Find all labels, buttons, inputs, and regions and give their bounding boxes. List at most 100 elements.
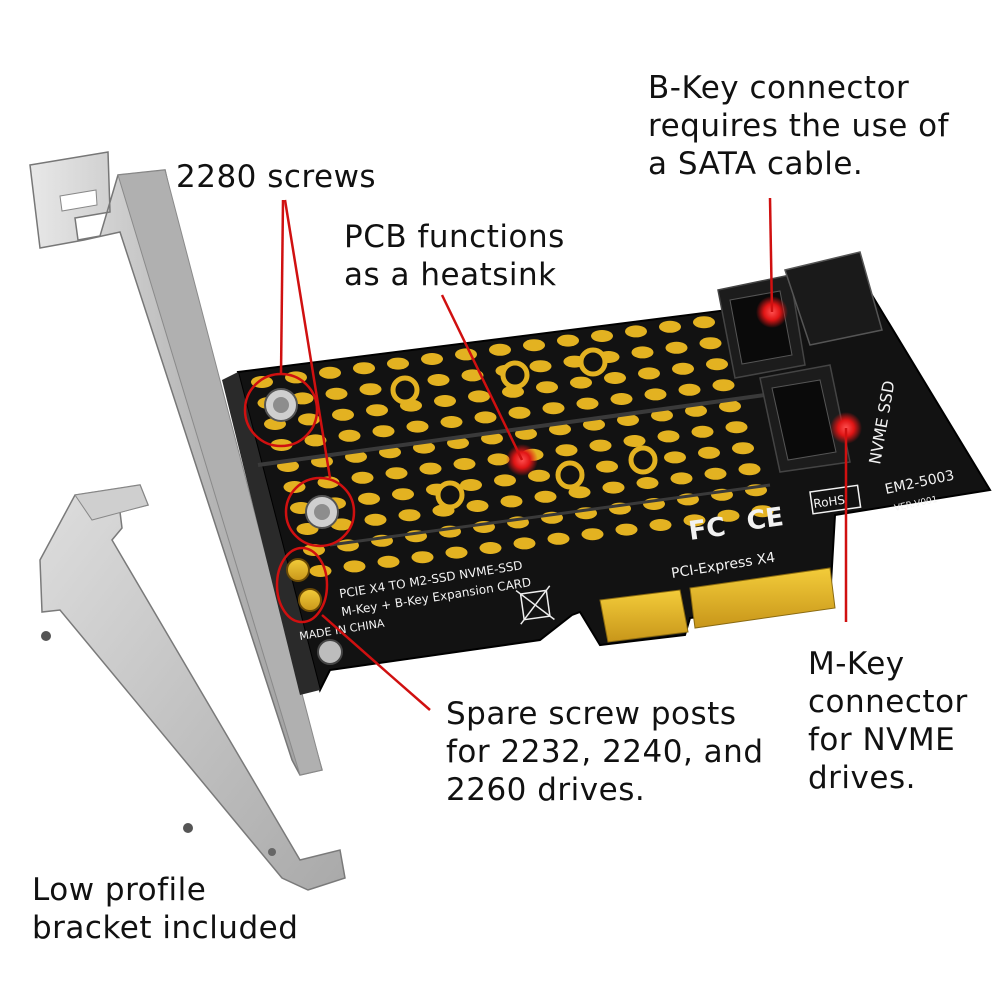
gold-pad [683,514,706,527]
gold-pad [338,429,361,442]
gold-pad [568,486,591,499]
pcb-ce-mark: CE [745,502,786,537]
callout-2280-screws: 2280 screws [176,158,376,196]
gold-pad [461,369,484,382]
gold-pad [570,376,592,389]
callout-line: connector [808,684,968,720]
gold-pad [468,390,490,403]
gold-pad [704,467,727,480]
gold-pad [421,353,443,365]
gold-pad [555,444,578,457]
gold-pad [536,381,558,394]
callout-low-profile-bracket: Low profile bracket included [32,871,298,947]
gold-pad [557,334,579,347]
gold-pad [372,425,395,438]
gold-pad [615,523,638,536]
gold-pad [419,462,442,475]
callout-line: Spare screw posts [446,696,737,732]
gold-pad [549,423,571,436]
gold-pad [678,383,701,396]
gold-pad [691,425,714,438]
gold-pad [651,409,673,422]
gold-pad [528,469,550,482]
gold-pad [427,374,450,386]
callout-line: PCB functions [344,219,565,255]
gold-pad [332,408,354,421]
gold-pad [534,490,557,503]
gold-pad [359,383,382,396]
gold-pad [351,471,374,484]
gold-ring-pad [555,460,585,490]
gold-pad [434,395,456,407]
gold-pad [317,476,340,489]
gold-pad [453,458,476,470]
screws [264,388,343,665]
callout-line: for 2232, 2240, and [446,734,764,770]
gold-pad [411,551,434,564]
gold-pad [366,404,388,417]
pcb-fcc-mark: FC [687,512,728,547]
gold-pad [487,453,510,466]
gold-pad [636,477,659,489]
gold-pad [596,460,618,473]
gold-pad [385,467,408,480]
gold-pad [304,434,327,447]
gold-pad [325,387,348,400]
gold-pad [617,414,639,426]
gold-pad [494,474,516,487]
gold-pad [670,472,693,485]
m-key-connector [759,364,851,473]
gold-pad [508,406,531,419]
gold-pad [719,400,741,413]
full-height-bracket [29,151,323,776]
gold-pad [479,542,502,554]
callout-line: requires the use of [648,108,950,144]
gold-pad [377,555,400,568]
gold-pad [751,505,774,518]
gold-ring-pad [390,375,420,405]
gold-pad [576,397,599,410]
callout-line: 2280 screws [176,159,377,195]
callout-line: 2260 drives. [446,772,646,808]
gold-pad [725,421,748,434]
gold-pad [515,427,537,440]
gold-pad [664,451,686,464]
gold-pad [387,357,409,370]
gold-pad [623,435,646,447]
callout-line: as a heatsink [344,257,557,293]
low-profile-bracket [39,484,346,891]
gold-pad [591,330,613,342]
gold-pad [631,346,654,359]
gold-pad [343,560,366,573]
pcie-edge-connector [599,567,836,643]
gold-pad [685,404,707,417]
gold-pad [604,372,626,384]
gold-pad [309,565,332,577]
gold-pad [706,358,728,371]
gold-pad [474,411,497,424]
gold-pad [712,379,735,392]
gold-ring-pad [628,445,658,475]
gold-pad [392,488,414,501]
pcb-rohs-mark: RoHS [812,493,845,511]
gold-pad [445,546,468,559]
gold-pad [693,316,715,329]
callout-line: a SATA cable. [648,146,864,182]
callout-line: drives. [808,760,916,796]
gold-pad [440,416,463,428]
gold-ring-pad [500,360,530,390]
gold-pad [738,463,761,476]
gold-ring-pad [578,347,608,377]
gold-pad [460,479,482,491]
gold-pad [644,388,667,401]
gold-pad [659,320,681,333]
gold-pad [364,513,387,526]
gold-pad [523,339,545,352]
gold-pad [717,509,740,522]
callout-line: bracket included [32,910,299,946]
gold-pad [319,366,341,379]
gold-pad [665,341,688,354]
leader-lines [279,197,848,711]
